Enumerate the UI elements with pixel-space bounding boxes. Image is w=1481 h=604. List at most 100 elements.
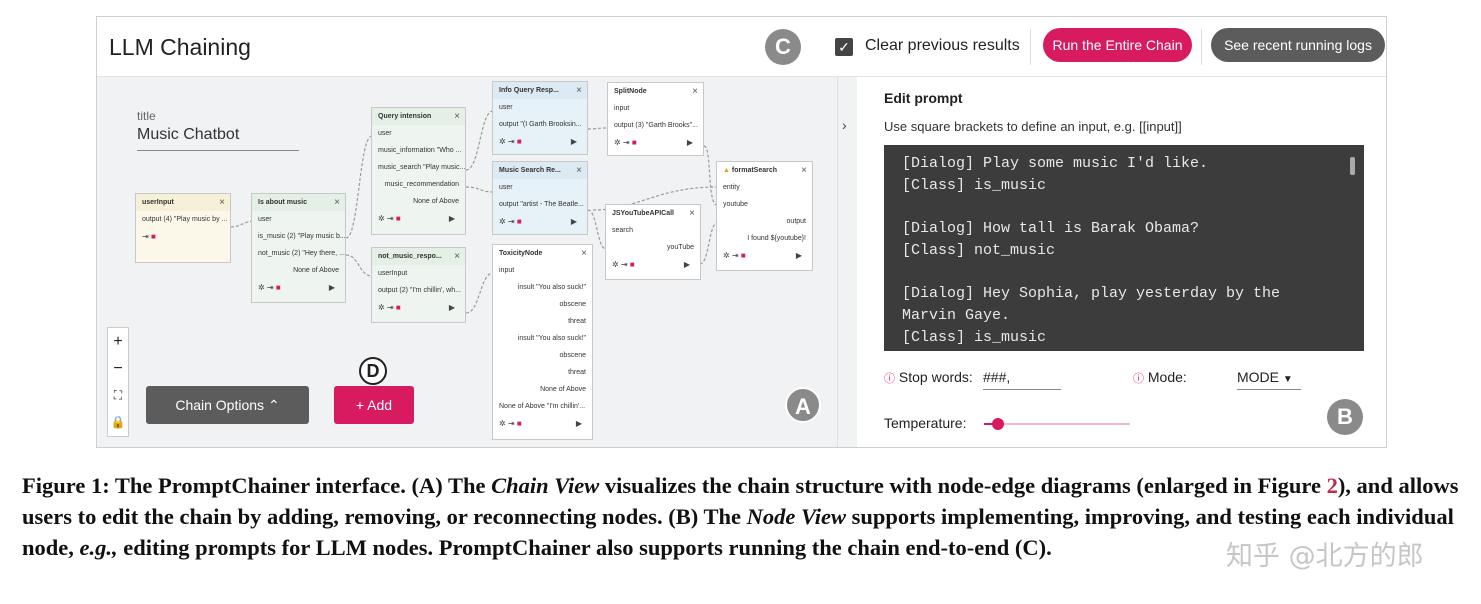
bug-icon[interactable]: ✲ bbox=[378, 214, 385, 223]
close-icon[interactable]: × bbox=[576, 165, 582, 176]
mode-select[interactable]: MODE ▼ bbox=[1237, 369, 1301, 390]
close-icon[interactable]: × bbox=[692, 86, 698, 97]
node-split[interactable]: SplitNode× input output (3) "Garth Brook… bbox=[607, 82, 704, 156]
node-port: user bbox=[258, 216, 272, 223]
close-icon[interactable]: × bbox=[689, 208, 695, 219]
node-music-search[interactable]: Music Search Re...× user output "artist … bbox=[492, 161, 588, 235]
add-node-button[interactable]: + Add bbox=[334, 386, 414, 424]
close-icon[interactable]: × bbox=[219, 197, 225, 208]
node-port: music_search "Play music... bbox=[378, 164, 465, 171]
panel-toggle[interactable]: › bbox=[837, 77, 857, 447]
bug-icon[interactable]: ✲ bbox=[258, 283, 265, 292]
node-is-about-music[interactable]: Is about music× user is_music (2) "Play … bbox=[251, 193, 346, 303]
bug-icon[interactable]: ✲ bbox=[499, 137, 506, 146]
node-port: output (4) "Play music by ... bbox=[142, 216, 228, 223]
bookmark-icon[interactable]: ■ bbox=[275, 283, 281, 292]
chain-view[interactable]: title Music Chatbot userInput× output (4… bbox=[97, 77, 837, 447]
bug-icon[interactable]: ✲ bbox=[499, 419, 506, 428]
chain-title-input[interactable]: Music Chatbot bbox=[137, 126, 299, 151]
fit-view-icon[interactable]: ⛶ bbox=[113, 388, 123, 402]
play-icon[interactable]: ▶ bbox=[448, 303, 455, 312]
play-icon[interactable]: ▶ bbox=[328, 283, 335, 292]
node-not-music-response[interactable]: not_music_respo...× userInput output (2)… bbox=[371, 247, 466, 323]
node-port: None of Above bbox=[413, 198, 459, 205]
node-query-intension[interactable]: Query intension× user music_information … bbox=[371, 107, 466, 235]
edges bbox=[230, 110, 718, 314]
bookmark-icon[interactable]: ■ bbox=[631, 138, 637, 147]
bookmark-icon[interactable]: ■ bbox=[740, 251, 746, 260]
node-port: input bbox=[614, 105, 630, 112]
node-port: output "artist - The Beatle... bbox=[499, 201, 584, 208]
edge bbox=[592, 186, 718, 211]
close-icon[interactable]: × bbox=[334, 197, 340, 208]
node-title: formatSearch bbox=[731, 167, 778, 174]
edge bbox=[230, 220, 258, 228]
node-title: SplitNode bbox=[614, 88, 647, 95]
play-icon[interactable]: ▶ bbox=[686, 138, 693, 147]
badge-c: C bbox=[765, 29, 801, 65]
zoom-in-button[interactable]: + bbox=[113, 333, 123, 350]
warning-icon: ▲ bbox=[723, 167, 730, 174]
app-bar: LLM Chaining C ✓ Clear previous results … bbox=[97, 17, 1386, 77]
editor-scrollbar[interactable] bbox=[1350, 157, 1355, 175]
prompt-editor[interactable]: [Dialog] Play some music I'd like.[Class… bbox=[884, 145, 1364, 351]
edge bbox=[345, 135, 373, 239]
bug-icon[interactable]: ✲ bbox=[612, 260, 619, 269]
edge bbox=[465, 186, 494, 193]
node-port: entity bbox=[723, 184, 740, 191]
stop-words-input[interactable]: ###, bbox=[983, 369, 1061, 390]
chevron-right-icon[interactable]: › bbox=[842, 117, 847, 133]
lock-icon[interactable]: 🔒 bbox=[110, 415, 126, 429]
node-title: userInput bbox=[142, 199, 174, 206]
play-icon[interactable]: ▶ bbox=[570, 217, 577, 226]
bookmark-icon[interactable]: ■ bbox=[516, 137, 522, 146]
node-port: input bbox=[499, 267, 515, 274]
node-youtube-api[interactable]: JSYouTubeAPICall× search youTube ✲ ⇥ ■▶ bbox=[605, 204, 701, 280]
bookmark-icon[interactable]: ■ bbox=[150, 232, 156, 241]
recent-logs-button[interactable]: See recent running logs bbox=[1211, 28, 1385, 62]
close-icon[interactable]: × bbox=[454, 251, 460, 262]
bug-icon[interactable]: ✲ bbox=[723, 251, 730, 260]
node-port: None of Above bbox=[540, 386, 586, 393]
chain-options-button[interactable]: Chain Options ⌃ bbox=[146, 386, 309, 424]
node-port: I found ${youtube}! bbox=[747, 235, 806, 242]
app-screenshot: LLM Chaining C ✓ Clear previous results … bbox=[96, 16, 1387, 448]
temperature-slider[interactable] bbox=[984, 418, 1130, 430]
slider-thumb[interactable] bbox=[992, 418, 1004, 430]
play-icon[interactable]: ▶ bbox=[570, 137, 577, 146]
bookmark-icon[interactable]: ■ bbox=[395, 303, 401, 312]
play-icon[interactable]: ▶ bbox=[795, 251, 802, 260]
close-icon[interactable]: × bbox=[581, 248, 587, 259]
bug-icon[interactable]: ✲ bbox=[378, 303, 385, 312]
node-toxicity[interactable]: ToxicityNode× input insult "You also suc… bbox=[492, 244, 593, 440]
figure-ref-link[interactable]: 2 bbox=[1326, 473, 1338, 498]
bookmark-icon[interactable]: ■ bbox=[629, 260, 635, 269]
bug-icon[interactable]: ✲ bbox=[499, 217, 506, 226]
node-port: output "(I Garth Brooksin... bbox=[499, 121, 582, 128]
node-port: user bbox=[378, 130, 392, 137]
zoom-out-button[interactable]: − bbox=[113, 360, 123, 377]
clear-results-label: Clear previous results bbox=[865, 37, 1020, 54]
chevron-up-icon: ⌃ bbox=[267, 397, 280, 413]
divider bbox=[1030, 29, 1031, 65]
bookmark-icon[interactable]: ■ bbox=[516, 419, 522, 428]
bookmark-icon[interactable]: ■ bbox=[516, 217, 522, 226]
play-icon[interactable]: ▶ bbox=[575, 419, 582, 428]
node-userinput[interactable]: userInput × output (4) "Play music by ...… bbox=[135, 193, 231, 263]
bookmark-icon[interactable]: ■ bbox=[395, 214, 401, 223]
play-icon[interactable]: ▶ bbox=[448, 214, 455, 223]
clear-results-checkbox[interactable]: ✓ bbox=[835, 38, 853, 56]
mode-label: ⓘ Mode: bbox=[1133, 369, 1187, 385]
node-info-query[interactable]: Info Query Resp...× user output "(I Gart… bbox=[492, 81, 588, 155]
node-format-search[interactable]: ▲ formatSearch× entity youtube output I … bbox=[716, 161, 813, 271]
run-chain-button[interactable]: Run the Entire Chain bbox=[1043, 28, 1192, 62]
node-port: music_recommendation bbox=[384, 181, 459, 188]
divider bbox=[1201, 29, 1202, 65]
bug-icon[interactable]: ✲ bbox=[614, 138, 621, 147]
play-icon[interactable]: ▶ bbox=[683, 260, 690, 269]
close-icon[interactable]: × bbox=[801, 165, 807, 176]
close-icon[interactable]: × bbox=[454, 111, 460, 122]
prompt-line: [Class] is_music bbox=[902, 328, 1047, 346]
close-icon[interactable]: × bbox=[576, 85, 582, 96]
link-icon[interactable]: ⇥ bbox=[142, 232, 149, 241]
